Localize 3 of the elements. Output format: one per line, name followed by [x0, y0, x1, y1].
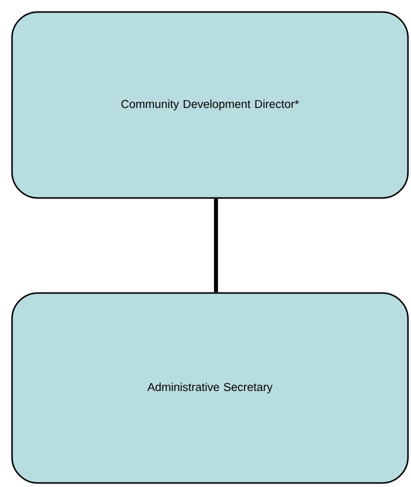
- org-box: Administrative Secretary: [11, 292, 409, 484]
- connector-line: [214, 198, 218, 292]
- org-box: Community Development Director*: [11, 11, 409, 199]
